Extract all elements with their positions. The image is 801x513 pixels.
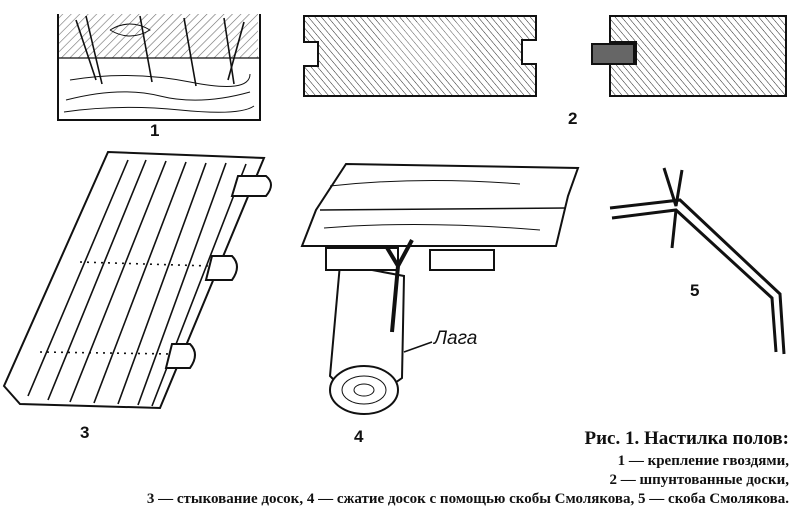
drawing-board-joining xyxy=(2,150,272,410)
svg-text:5: 5 xyxy=(690,281,699,300)
figure-number-1: 1 xyxy=(150,121,159,140)
svg-text:4: 4 xyxy=(354,427,364,446)
figure-number-5: 5 xyxy=(690,281,699,300)
svg-text:3: 3 xyxy=(80,423,89,442)
figure-number-2: 2 xyxy=(568,109,577,128)
svg-text:1: 1 xyxy=(150,121,159,140)
drawing-smolyakov-brace xyxy=(609,167,786,355)
laga-label: Лага xyxy=(432,328,477,349)
caption-line-1: 1 — крепление гвоздями, xyxy=(617,453,789,469)
caption-line-3: 3 — стыкование досок, 4 — сжатие досок с… xyxy=(146,491,789,507)
caption-line-2: 2 — шпунтованные доски, xyxy=(609,472,789,488)
svg-text:Лага: Лага xyxy=(432,328,477,349)
svg-text:2: 2 xyxy=(568,109,577,128)
caption-title: Рис. 1. Настилка полов: xyxy=(584,428,789,449)
drawing-tongue-groove-boards xyxy=(303,15,787,97)
drawing-nailed-boards xyxy=(57,14,261,121)
figure-number-4: 4 xyxy=(354,427,364,446)
drawing-board-pressing xyxy=(300,162,580,415)
figure-number-3: 3 xyxy=(80,423,89,442)
